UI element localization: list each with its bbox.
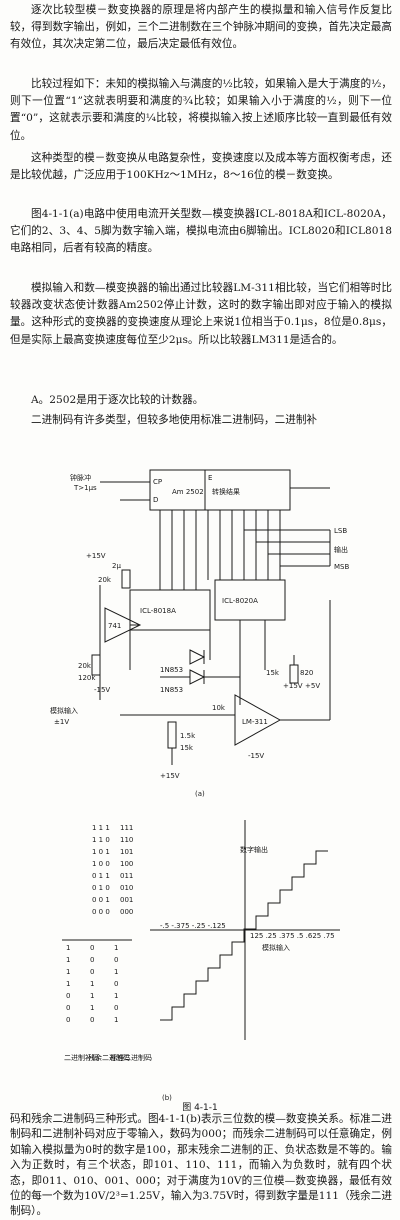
transfer-pos-ticks: 125 .25 .375 .5 .625 .75 [250, 932, 335, 940]
analog-input-label: 模拟输入 [50, 706, 78, 715]
comparator-label: LM-311 [242, 718, 268, 726]
code-lower-c-6: 1 [114, 1016, 118, 1024]
code-lower-c-0: 1 [114, 944, 118, 952]
counter-label: Am 2502 [172, 488, 204, 496]
resistor-3: 120k [78, 674, 96, 682]
code-lower-a-2: 1 [66, 968, 70, 976]
paragraph-2: 比较过程如下：未知的模拟输入与满度的½比较，如果输入是大于满度的½，则下一位置“… [10, 78, 392, 142]
code-lower-a-1: 1 [66, 956, 70, 964]
code-top-col-7: 000 [120, 908, 133, 916]
code-lower-c-2: 1 [114, 968, 118, 976]
figure-title: 图 4-1-1 [182, 1103, 218, 1113]
resistor-8: 15k [180, 744, 194, 752]
resistor-4: 10k [212, 704, 226, 712]
paragraph-7: 二进制码有许多类型，但较多地使用标准二进制码，二进制补 [31, 414, 318, 426]
diode-2-label: 1N853 [160, 686, 183, 694]
code-top-col-6: 001 [120, 896, 133, 904]
input-range-label: ±1V [54, 718, 69, 726]
supply-6: +15V [160, 772, 180, 780]
code-upper-2: 1 0 1 [92, 848, 110, 856]
transfer-neg-ticks: -.5 -.375 -.25 -.125 [160, 922, 226, 930]
dac2-label: ICL-8020A [222, 597, 258, 605]
code-lower-a-3: 1 [66, 980, 70, 988]
dac1-label: ICL-8018A [140, 607, 176, 615]
code-lower-c-1: 0 [114, 956, 118, 964]
circuit-caption: (a) [195, 790, 205, 798]
supply-3: +15V [283, 682, 303, 690]
clock-label: 钟脉冲 [70, 473, 91, 482]
code-upper-3: 1 0 0 [92, 860, 110, 868]
col-label-twos-complement: 二进制补码 [64, 1053, 99, 1062]
code-lower-b-1: 0 [90, 956, 94, 964]
transistor-label: 741 [108, 622, 121, 630]
closing-paragraph: 码和残余二进制码三种形式。图4-1-1(b)表示三位数的模—数变换关系。标准二进… [10, 1113, 392, 1218]
code-top-col-1: 110 [120, 836, 133, 844]
transfer-caption: (b) [162, 1094, 172, 1102]
resistor-7: 820 [300, 669, 313, 677]
code-lower-a-4: 0 [66, 992, 70, 1000]
pin-cp-label: CP [153, 478, 162, 486]
code-upper-4: 0 1 1 [92, 872, 110, 880]
msb-label: MSB [334, 563, 349, 571]
code-top-col-2: 101 [120, 848, 133, 856]
conversion-result-label: 转换结果 [212, 487, 240, 496]
code-lower-a-5: 0 [66, 1004, 70, 1012]
transfer-x-label: 模拟输入 [262, 943, 290, 952]
code-lower-a-6: 0 [66, 1016, 70, 1024]
pin-e-label: E [208, 474, 212, 482]
code-lower-a-0: 1 [66, 944, 70, 952]
paragraph-3: 这种类型的模－数变换从电路复杂性，变换速度以及成本等方面权衡考虑，还是比较优越，… [10, 152, 392, 182]
code-lower-c-5: 0 [114, 1004, 118, 1012]
code-lower-b-4: 1 [90, 992, 94, 1000]
code-lower-b-6: 0 [90, 1016, 94, 1024]
resistor-6: 1.5k [180, 732, 196, 740]
code-upper-6: 0 0 1 [92, 896, 110, 904]
code-top-col-4: 011 [120, 872, 133, 880]
code-lower-c-4: 1 [114, 992, 118, 1000]
paragraph-6: A。2502是用于逐次比较的计数器。 [31, 394, 204, 406]
pin-d-label: D [153, 496, 158, 504]
code-upper-5: 0 1 0 [92, 884, 110, 892]
output-label: 输出 [334, 545, 348, 554]
paragraph-1: 逐次比较型模－数变换器的原理是将内部产生的模拟量和输入信号作反复比较，得到数字输… [10, 4, 392, 51]
capacitor-label: 2μ [112, 562, 121, 570]
figure-4-1-1: 钟脉冲 T>1μs CP D Am 2502 E 转换结果 LSB 输出 MSB… [50, 469, 349, 1102]
col-label-residual-binary: 残余二进制码 [88, 1053, 130, 1062]
code-top-col-3: 100 [120, 860, 133, 868]
code-lower-c-3: 0 [114, 980, 118, 988]
code-lower-b-2: 0 [90, 968, 94, 976]
code-upper-7: 0 0 0 [92, 908, 110, 916]
supply-1: +15V [86, 552, 106, 560]
resistor-5: 15k [266, 669, 280, 677]
code-upper-0: 1 1 1 [92, 824, 110, 832]
paragraph-5: 模拟输入和数—模变换器的输出通过比较器LM-311相比较，当它们相等时比较器改变… [10, 282, 392, 346]
code-top-col-0: 111 [120, 824, 133, 832]
resistor-2: 20k [78, 662, 92, 670]
code-lower-b-3: 1 [90, 980, 94, 988]
supply-5: -15V [248, 752, 264, 760]
code-upper-1: 1 1 0 [92, 836, 110, 844]
lsb-label: LSB [334, 527, 347, 535]
paragraph-4: 图4-1-1(a)电路中使用电流开关型数—模变换器ICL-8018A和ICL-8… [10, 208, 392, 255]
resistor-1: 20k [98, 576, 112, 584]
clock-period-label: T>1μs [73, 484, 97, 492]
code-lower-b-5: 1 [90, 1004, 94, 1012]
code-lower-b-0: 0 [90, 944, 94, 952]
supply-2: -15V [94, 686, 110, 694]
supply-4: +5V [305, 682, 320, 690]
col-label-standard-binary: 标准二进制码 [110, 1053, 152, 1062]
diode-1-label: 1N853 [160, 666, 183, 674]
transfer-y-label: 数字输出 [240, 845, 268, 854]
code-top-col-5: 010 [120, 884, 133, 892]
